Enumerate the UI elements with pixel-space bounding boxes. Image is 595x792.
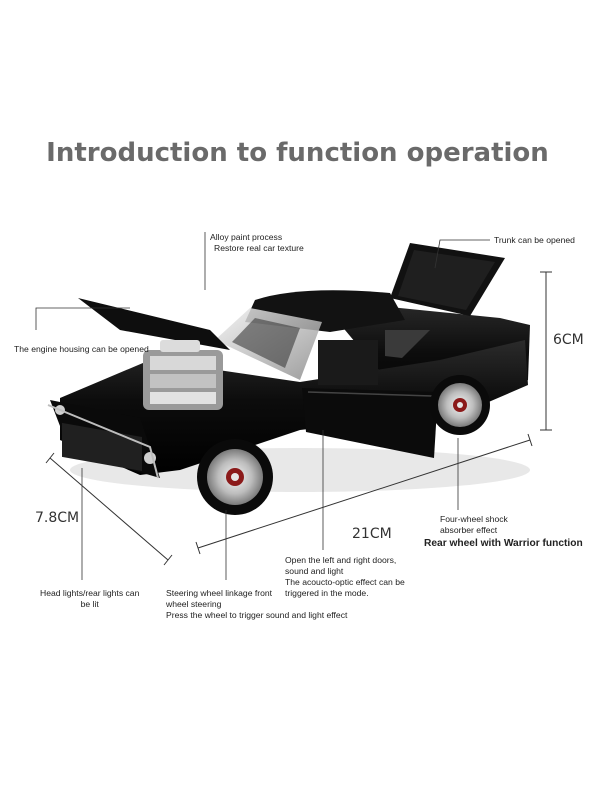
front-wheel [197, 439, 273, 515]
doors-label-line2: sound and light [285, 566, 344, 576]
trunk-label: Trunk can be opened [494, 235, 575, 245]
rear-wheel [430, 375, 490, 435]
width-dimension: 7.8CM [35, 510, 80, 526]
width-dim [45, 452, 173, 566]
engine-block [143, 340, 223, 410]
engine-label: The engine housing can be opened [14, 344, 149, 354]
height-dimension: 6CM [553, 332, 584, 348]
hood [78, 298, 230, 350]
doors-label: Open the left and right doors, sound and… [285, 555, 405, 599]
shock-label-line2: absorber effect [440, 525, 498, 535]
steering-label-line2: wheel steering [166, 599, 222, 609]
rear-wheel-label: Rear wheel with Warrior function [424, 538, 583, 549]
steering-label-line1: Steering wheel linkage front [166, 588, 273, 598]
doors-label-line1: Open the left and right doors, [285, 555, 397, 565]
engine-leader [35, 307, 130, 330]
length-dimension: 21CM [352, 526, 392, 542]
steering-label-line3: Press the wheel to trigger sound and lig… [166, 610, 348, 620]
lights-label-line1: Head lights/rear lights can [40, 588, 140, 598]
lights-label: Head lights/rear lights can be lit [40, 588, 139, 610]
shock-label: Four-wheel shock absorber effect [440, 514, 508, 536]
alloy-label-line1: Alloy paint process [210, 232, 283, 242]
page-title: Introduction to function operation [46, 138, 549, 168]
dimension-lines [45, 271, 552, 566]
lights-label-line2: be lit [80, 599, 99, 609]
doors-label-line3: The acoucto-optic effect can be [285, 577, 405, 587]
alloy-label-line2: Restore real car texture [214, 243, 304, 253]
shock-label-line1: Four-wheel shock [440, 514, 508, 524]
leader-lines [35, 232, 490, 580]
height-dim [540, 271, 552, 431]
length-dim [195, 433, 533, 555]
alloy-label: Alloy paint process Restore real car tex… [210, 232, 304, 254]
trunk-leader [434, 239, 490, 269]
doors-label-line4: triggered in the mode. [285, 588, 369, 598]
open-door [302, 388, 438, 458]
steering-label: Steering wheel linkage front wheel steer… [166, 588, 347, 621]
